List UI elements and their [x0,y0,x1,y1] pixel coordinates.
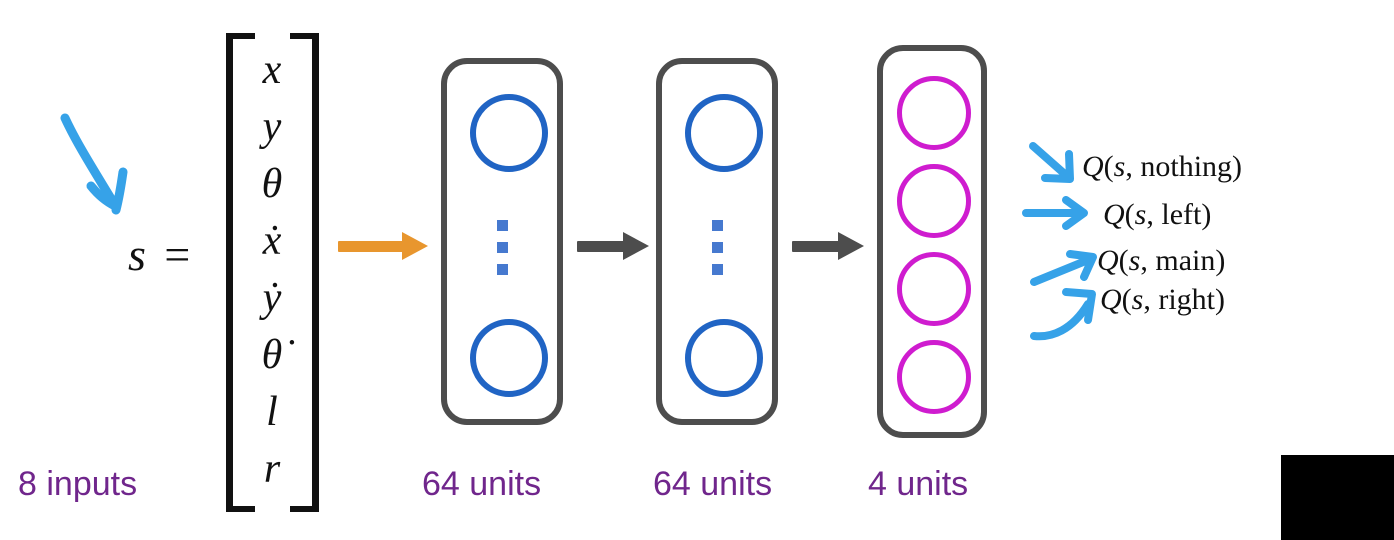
blue-arrow-to-q-right-icon [1030,288,1096,341]
output-node-main [897,252,971,326]
vector-element-ydot: ẏ [262,275,282,321]
vector-element-thetadot: θ̇ [261,332,283,378]
state-vector: x y θ ẋ ẏ θ̇ l r [236,0,308,540]
layer2-node-top [685,94,763,172]
state-var: s [1128,244,1141,277]
output-layer-box [877,45,987,438]
ellipsis-dot [497,220,508,231]
layer2-units-label: 64 units [653,465,773,503]
blue-arrow-to-q-left-icon [1022,196,1088,230]
state-var: s [1113,150,1126,183]
action-name: left [1161,198,1202,231]
state-var: s [1131,283,1144,316]
vector-bracket-right [290,33,319,512]
comma: , [1140,244,1156,277]
hidden-layer-2-box [656,58,778,425]
output-label-q-left: Q(s, left) [1103,198,1211,232]
output-units-label: 4 units [868,465,969,503]
vector-element-theta: θ [261,161,283,207]
layer1-ellipsis-icon [497,220,508,275]
q-symbol: Q [1097,244,1119,277]
state-var: s [1134,198,1147,231]
comma: , [1146,198,1162,231]
paren-open: ( [1118,244,1129,277]
paren-close: ) [1232,150,1243,183]
layer1-node-bottom [470,319,548,397]
layer2-node-bottom [685,319,763,397]
black-overlay-block [1281,455,1394,540]
vector-element-y: y [262,104,282,150]
output-label-q-main: Q(s, main) [1097,244,1225,278]
vector-element-l: l [266,389,278,435]
q-symbol: Q [1100,283,1122,316]
action-name: right [1158,283,1216,316]
paren-open: ( [1103,150,1114,183]
comma: , [1143,283,1159,316]
action-name: main [1155,244,1216,277]
ellipsis-dot [712,220,723,231]
layer1-units-label: 64 units [422,465,542,503]
blue-curved-arrow-to-state-icon [60,113,128,215]
ellipsis-dot [712,264,723,275]
output-node-right [897,340,971,414]
paren-close: ) [1215,244,1226,277]
vector-element-xdot: ẋ [262,218,282,264]
ellipsis-dot [497,264,508,275]
output-node-left [897,164,971,238]
input-count-label: 8 inputs [18,465,138,503]
paren-close: ) [1215,283,1226,316]
state-symbol: s = [128,229,195,280]
action-name: nothing [1140,150,1233,183]
layer2-ellipsis-icon [712,220,723,275]
paren-open: ( [1121,283,1132,316]
layer1-node-top [470,94,548,172]
q-symbol: Q [1103,198,1125,231]
vector-element-r: r [263,446,281,492]
output-node-nothing [897,76,971,150]
blue-arrow-to-q-main-icon [1030,250,1097,286]
ellipsis-dot [712,242,723,253]
comma: , [1125,150,1141,183]
paren-close: ) [1201,198,1212,231]
ellipsis-dot [497,242,508,253]
vector-element-x: x [262,47,282,93]
paren-open: ( [1124,198,1135,231]
output-label-q-nothing: Q(s, nothing) [1082,150,1242,184]
hidden-layer-1-box [441,58,563,425]
blue-arrow-to-q-nothing-icon [1029,142,1074,183]
q-symbol: Q [1082,150,1104,183]
vector-bracket-left [226,33,255,512]
output-label-q-right: Q(s, right) [1100,283,1225,317]
